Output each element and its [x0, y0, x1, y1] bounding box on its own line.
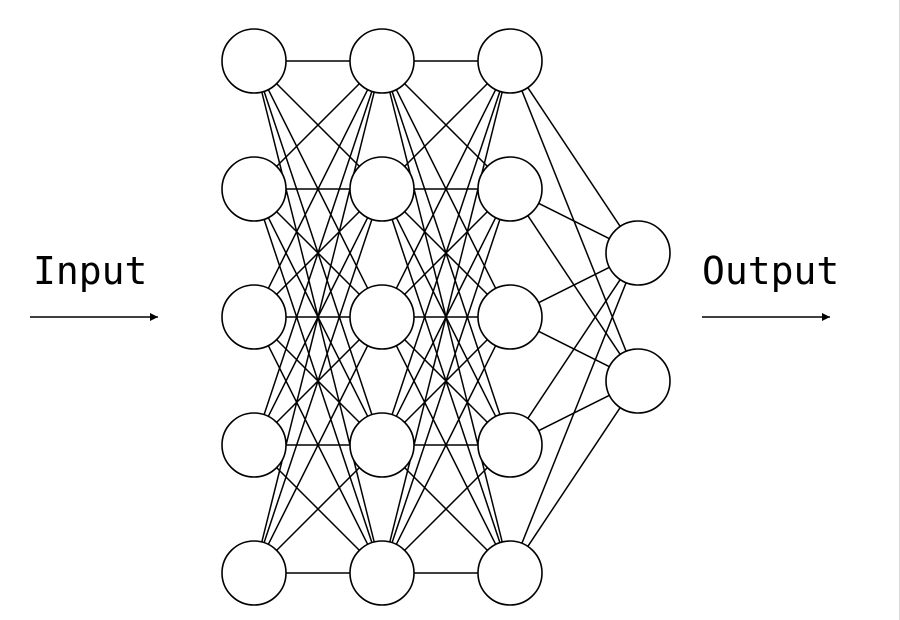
connection-line: [395, 345, 497, 545]
connection-line: [276, 83, 360, 167]
connection-line: [389, 91, 503, 543]
connection-line: [391, 91, 501, 415]
hidden-layer-2-node: [477, 28, 543, 94]
connection-line: [267, 89, 369, 289]
connection-line: [276, 467, 360, 551]
output-layer-node: [605, 348, 671, 414]
connection-line: [267, 345, 369, 545]
hidden-layer-1-node: [349, 156, 415, 222]
connection-line: [527, 407, 621, 547]
output-label: Output: [702, 249, 839, 293]
input-layer-node: [221, 540, 287, 606]
connection-line: [263, 219, 373, 543]
hidden-layer-1-node: [349, 284, 415, 350]
connection-line: [404, 83, 488, 167]
connection-lines: [261, 60, 627, 574]
connection-line: [261, 91, 375, 543]
hidden-layer-1-node: [349, 540, 415, 606]
connection-line: [404, 467, 488, 551]
connection-line: [391, 219, 501, 543]
connection-line: [538, 266, 610, 304]
output-layer-node: [605, 220, 671, 286]
input-layer-node: [221, 156, 287, 222]
hidden-layer-1-node: [349, 28, 415, 94]
neuron-nodes: [221, 28, 671, 606]
input-label: Input: [33, 249, 147, 293]
input-layer-node: [221, 412, 287, 478]
hidden-layer-2-node: [477, 412, 543, 478]
hidden-layer-2-node: [477, 284, 543, 350]
connection-line: [527, 87, 621, 227]
connection-line: [521, 282, 627, 544]
connection-line: [527, 279, 621, 419]
hidden-layer-1-node: [349, 412, 415, 478]
input-layer-node: [221, 284, 287, 350]
connection-line: [263, 91, 373, 415]
input-layer-node: [221, 28, 287, 94]
hidden-layer-2-node: [477, 540, 543, 606]
hidden-layer-2-node: [477, 156, 543, 222]
connection-line: [395, 89, 497, 289]
connection-line: [538, 202, 610, 240]
